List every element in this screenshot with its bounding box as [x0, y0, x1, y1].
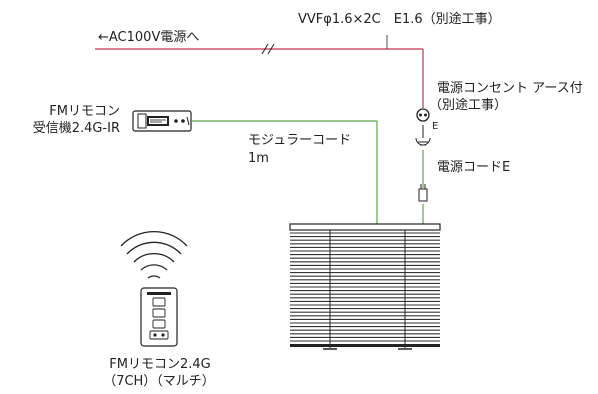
outlet-icon	[416, 108, 430, 122]
receiver-box	[132, 110, 192, 132]
remote-label: FMリモコン2.4G	[109, 357, 211, 372]
power-line	[95, 48, 424, 108]
modular-length-label: 1m	[248, 151, 269, 166]
receiver-model-label: 受信機2.4G-IR	[32, 121, 120, 136]
power-source-label: ←AC100V電源へ	[98, 30, 200, 45]
blind-unit	[289, 223, 441, 350]
receiver-label: FMリモコン	[49, 104, 120, 119]
remote-channel-label: （7CH）（マルチ）	[103, 374, 215, 389]
wireless-signal-icon	[120, 230, 188, 279]
power-cord-label: 電源コードE	[437, 160, 511, 175]
cable-spec-label: VVFφ1.6×2C E1.6（別途工事）	[298, 12, 501, 27]
outlet-label: 電源コンセント アース付	[437, 81, 583, 96]
ground-icon	[415, 125, 431, 146]
bottom-rail	[290, 344, 440, 347]
cable-break-mark	[261, 43, 275, 55]
headrail	[289, 223, 441, 231]
modular-cord-label: モジュラーコード	[248, 133, 352, 148]
remote-control	[140, 287, 178, 347]
plug-icon	[418, 184, 428, 202]
outlet-note-label: （別途工事）	[429, 98, 508, 113]
outlet-e-label: E	[432, 121, 439, 132]
modular-cord-line	[192, 120, 378, 224]
